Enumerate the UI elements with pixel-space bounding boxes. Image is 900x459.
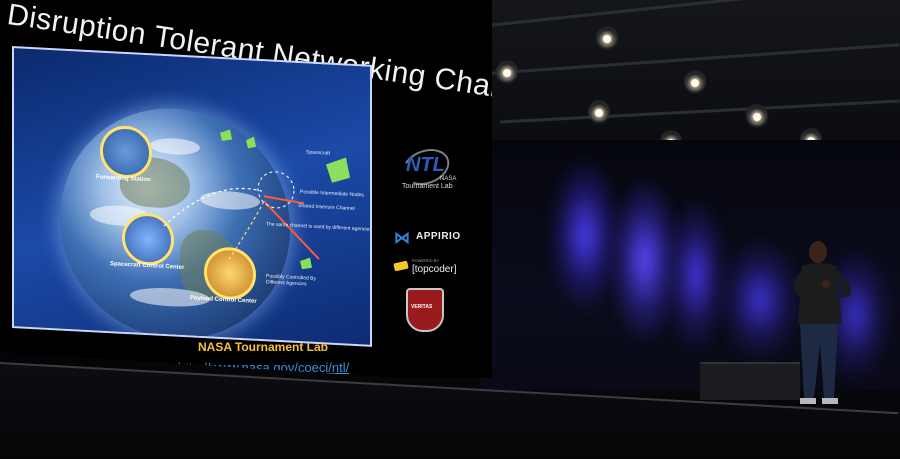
stage-light-icon xyxy=(588,100,610,122)
speaker-arm xyxy=(793,270,808,296)
harvard-motto: VERITAS xyxy=(411,304,433,310)
harvard-shield-icon: VERITAS xyxy=(406,288,444,332)
appirio-logo: ⋈ APPIRIO xyxy=(394,228,474,248)
topcoder-mark-icon xyxy=(393,260,409,272)
ntl-nasa-text: NASA xyxy=(440,176,457,182)
stage-monitor xyxy=(700,362,800,400)
ntl-subtitle: Tournament Lab xyxy=(402,183,453,190)
satellite-icon xyxy=(220,129,232,142)
signal-path xyxy=(163,187,263,227)
stage-light-icon xyxy=(684,70,706,92)
speaker-arm xyxy=(836,270,851,298)
ntl-mark: NTL xyxy=(406,154,445,176)
speaker-figure xyxy=(793,241,851,404)
blue-light-glow xyxy=(550,160,620,310)
topcoder-logo: POWERED BY [topcoder] xyxy=(393,258,474,282)
slide-caption: NASA Tournament Lab xyxy=(198,340,329,354)
orbit-ring xyxy=(257,171,295,209)
satellite-icon xyxy=(246,136,256,149)
satellite-icon xyxy=(300,257,312,270)
speaker-hand xyxy=(822,280,830,288)
stage-light-icon xyxy=(596,26,618,48)
blue-light-glow xyxy=(720,240,800,360)
red-arrow xyxy=(263,200,320,260)
speaker-jeans xyxy=(800,324,838,398)
ntl-logo: NTL NASA Tournament Lab xyxy=(397,142,460,192)
signal-paths xyxy=(163,129,350,270)
spacecraft-icon xyxy=(326,157,350,183)
spacecraft-label: Spacecraft xyxy=(306,149,330,157)
red-arrow xyxy=(263,195,305,205)
stage-light-icon xyxy=(746,104,768,126)
appirio-text: APPIRIO xyxy=(416,231,461,242)
blue-light-glow xyxy=(666,200,726,350)
topcoder-text: [topcoder] xyxy=(412,264,457,275)
speaker-shirt xyxy=(798,263,842,324)
stage-light-icon xyxy=(496,60,518,82)
projection-screen: Disruption Tolerant Networking Challenge… xyxy=(0,0,492,378)
signal-path xyxy=(228,200,265,260)
speaker-shoe xyxy=(800,398,816,404)
appirio-mark-icon: ⋈ xyxy=(394,230,410,247)
dtn-diagram: Forwarding Station Spacecraft Control Ce… xyxy=(12,46,372,347)
truss-beam xyxy=(420,43,900,80)
speaker-shoe xyxy=(822,398,838,404)
speaker-head xyxy=(809,241,827,263)
topcoder-powered-text: POWERED BY xyxy=(412,258,440,263)
truss-beam xyxy=(500,99,900,124)
